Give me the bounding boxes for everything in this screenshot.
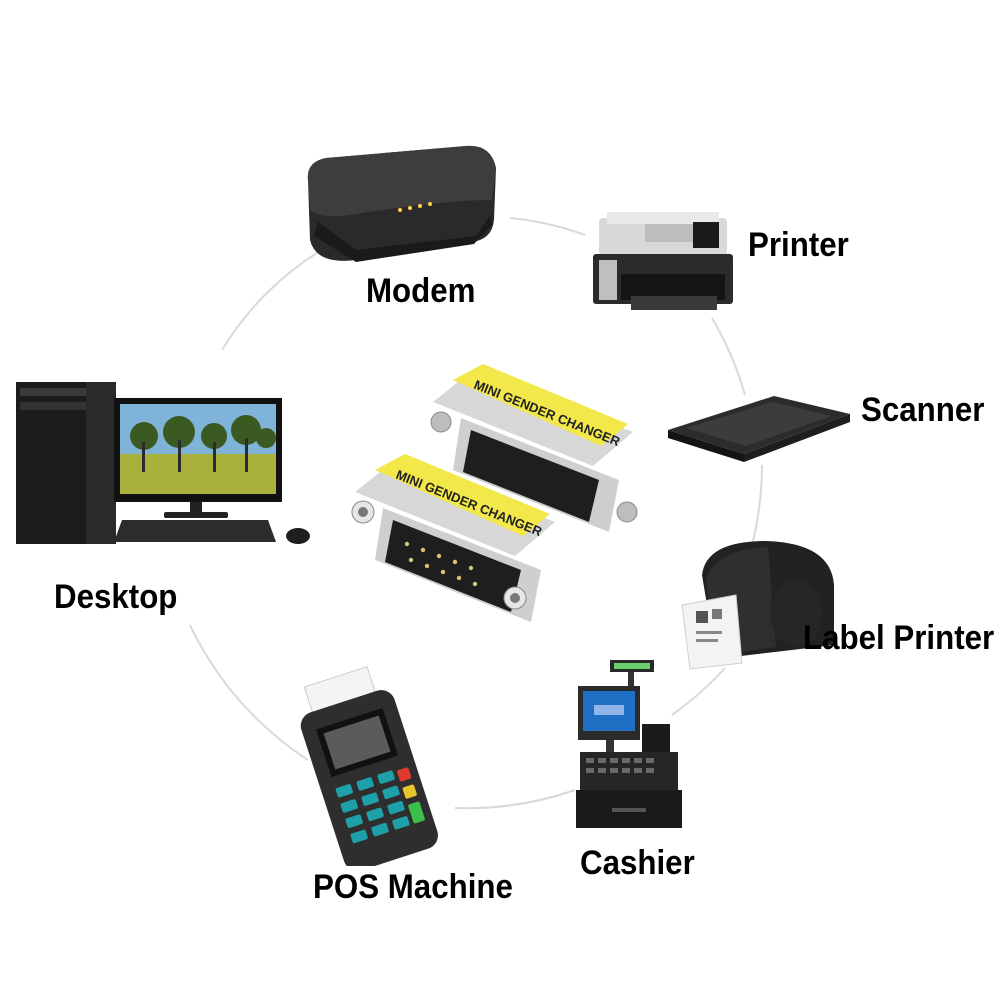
- scanner-image: [664, 392, 854, 464]
- gender-changer-adapters: MINI GENDER CHANGER MINI GENDER CHANGER: [345, 362, 640, 627]
- cashier-image: [572, 658, 687, 833]
- adapter-back: [430, 364, 638, 532]
- desktop-image: [14, 380, 314, 550]
- label-printer-image: [676, 535, 841, 670]
- modem-image: [296, 140, 502, 265]
- adapter-front: [351, 454, 555, 622]
- pos-machine-label: POS Machine: [313, 868, 513, 906]
- scanner-label: Scanner: [861, 391, 985, 429]
- printer-image: [585, 210, 740, 315]
- pos-machine-image: [292, 666, 452, 866]
- cashier-label: Cashier: [580, 844, 695, 882]
- label-printer-label: Label Printer: [803, 619, 995, 657]
- desktop-label: Desktop: [54, 578, 178, 616]
- modem-label: Modem: [366, 272, 476, 310]
- printer-label: Printer: [748, 226, 849, 264]
